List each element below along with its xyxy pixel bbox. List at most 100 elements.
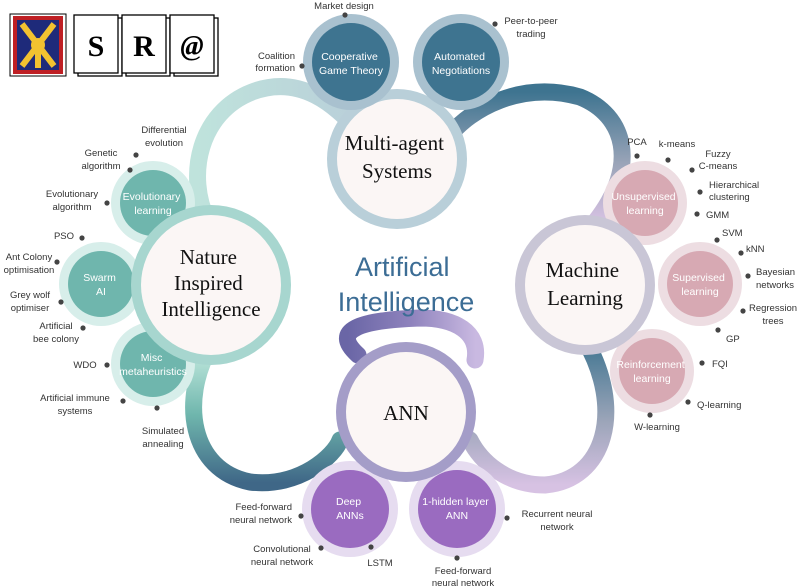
svg-text:Cooperative Game Theory: Cooperative Game Theory (319, 51, 384, 77)
svg-text:SVM: SVM (722, 228, 743, 239)
hub-ann-label: ANN (383, 401, 429, 425)
hub-ann: ANN (336, 342, 476, 482)
connector-loops (185, 78, 631, 494)
label-w-learning: W-learning (634, 412, 680, 433)
center-title-line1: Artificial (355, 252, 450, 282)
label-pca: PCA (627, 137, 647, 159)
sub-swarm-ai: Swarm AI (59, 242, 143, 326)
svg-text:Q-learning: Q-learning (697, 400, 741, 411)
svg-text:k-means: k-means (659, 139, 696, 150)
sub-deep-anns: Deep ANNs (302, 461, 398, 557)
label-knn: kNN (738, 244, 765, 256)
svg-text:GP: GP (726, 334, 740, 345)
label-k-means: k-means (659, 139, 696, 163)
svg-text:Automated Negotiations: Automated Negotiations (432, 51, 490, 77)
svg-text:kNN: kNN (746, 244, 765, 255)
svg-text:WDO: WDO (73, 360, 96, 371)
label-fqi: FQI (699, 359, 728, 370)
svg-text:Unsupervised learning: Unsupervised learning (611, 191, 678, 217)
svg-text:W-learning: W-learning (634, 422, 680, 433)
label-lstm: LSTM (367, 544, 393, 569)
hub-multi-agent-systems-label: Multi-agent Systems (345, 131, 449, 183)
label-q-learning: Q-learning (685, 399, 741, 411)
label-gmm: GMM (694, 210, 729, 221)
loop-right (441, 83, 631, 231)
logo-card-s: S (73, 14, 123, 77)
center-title-line2: Intelligence (338, 287, 475, 317)
logo-card-at: @ (169, 14, 219, 77)
svg-text:Supervised learning: Supervised learning (672, 272, 727, 298)
label-market-design: Market design (314, 1, 374, 18)
loop-right-low (461, 331, 615, 494)
isra-logo: S R @ (9, 13, 219, 77)
hub-nature-inspired-intelligence-label: Nature Inspired Intelligence (161, 245, 260, 321)
sub-1-hidden-layer-ann: 1-hidden layer ANN (409, 461, 505, 557)
svg-text:1-hidden layer ANN: 1-hidden layer ANN (422, 496, 491, 522)
label-svm: SVM (714, 228, 743, 243)
logo-card-r: R (121, 14, 171, 77)
logo-letter-at: @ (180, 31, 203, 62)
svg-text:PCA: PCA (627, 137, 647, 148)
sub-automated-negotiations: Automated Negotiations (413, 14, 509, 110)
hub-nature-inspired-intelligence: Nature Inspired Intelligence (131, 205, 291, 365)
svg-text:FQI: FQI (712, 359, 728, 370)
svg-text:Misc metaheuristics: Misc metaheuristics (119, 352, 187, 378)
svg-text:Deep ANNs: Deep ANNs (336, 496, 364, 522)
svg-text:Swarm AI: Swarm AI (83, 272, 119, 298)
logo-letter-r: R (133, 30, 155, 63)
sub-cooperative-game-theory: Cooperative Game Theory (303, 14, 399, 110)
sub-reinforcement-learning: Reinforcement learning (610, 329, 694, 413)
svg-text:GMM: GMM (706, 210, 729, 221)
sub-unsupervised-learning: Unsupervised learning (603, 161, 687, 245)
label-pso: PSO (54, 231, 85, 242)
center-title: Artificial Intelligence (338, 252, 475, 317)
svg-text:Market design: Market design (314, 1, 374, 12)
hub-machine-learning: Machine Learning (515, 215, 655, 355)
loop-bottom (339, 309, 485, 369)
svg-text:Evolutionary learning: Evolutionary learning (123, 191, 184, 217)
label-gp: GP (715, 327, 740, 345)
svg-text:Reinforcement learning: Reinforcement learning (616, 359, 687, 385)
svg-text:LSTM: LSTM (367, 558, 392, 569)
loop-left (185, 338, 349, 492)
svg-text:PSO: PSO (54, 231, 74, 242)
sub-supervised-learning: Supervised learning (658, 242, 742, 326)
